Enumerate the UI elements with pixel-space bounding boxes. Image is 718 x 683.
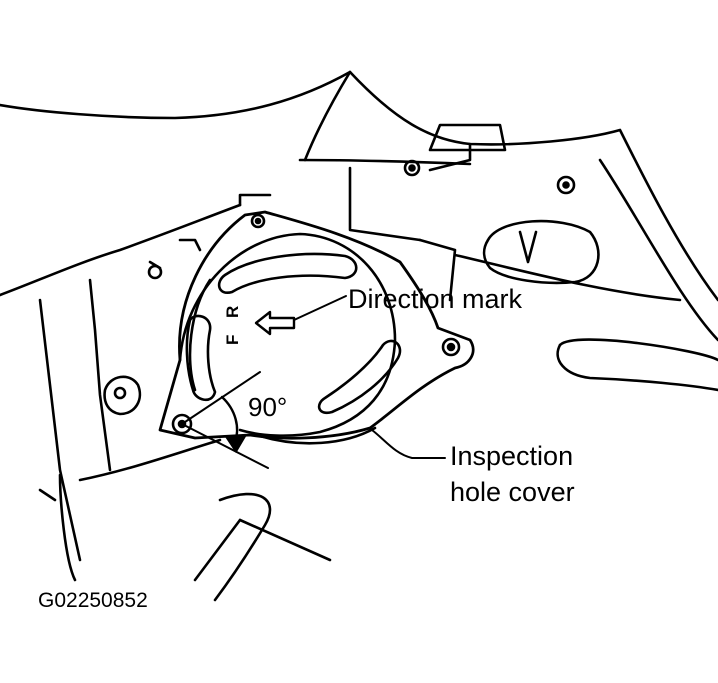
rotation-angle-label: 90° bbox=[248, 392, 288, 422]
rotation-guide bbox=[181, 371, 269, 469]
lower-rail bbox=[193, 492, 332, 602]
panel-oval-hole bbox=[482, 219, 600, 285]
inspection-hole-cover bbox=[158, 210, 475, 445]
inspection-hole-cover-label-line2: hole cover bbox=[450, 477, 575, 507]
cover-marking-f: F bbox=[223, 335, 242, 345]
panel-bolt-top bbox=[403, 159, 421, 177]
panel-bolt-right bbox=[556, 175, 576, 195]
cover-marking-r: R bbox=[223, 306, 242, 318]
inspection-hole-cover-label-line1: Inspection bbox=[450, 441, 574, 471]
direction-mark-leader bbox=[293, 295, 347, 321]
direction-arrow bbox=[254, 310, 296, 336]
fr-marking: F R bbox=[223, 306, 242, 345]
figure-id-label: G02250852 bbox=[38, 589, 148, 612]
panel-slot bbox=[556, 338, 718, 392]
direction-mark-label: Direction mark bbox=[348, 284, 523, 314]
panel-boss bbox=[428, 123, 507, 152]
side-structure bbox=[38, 238, 222, 582]
body-panel-outline bbox=[0, 70, 718, 342]
inspection-cover-leader bbox=[371, 429, 446, 459]
